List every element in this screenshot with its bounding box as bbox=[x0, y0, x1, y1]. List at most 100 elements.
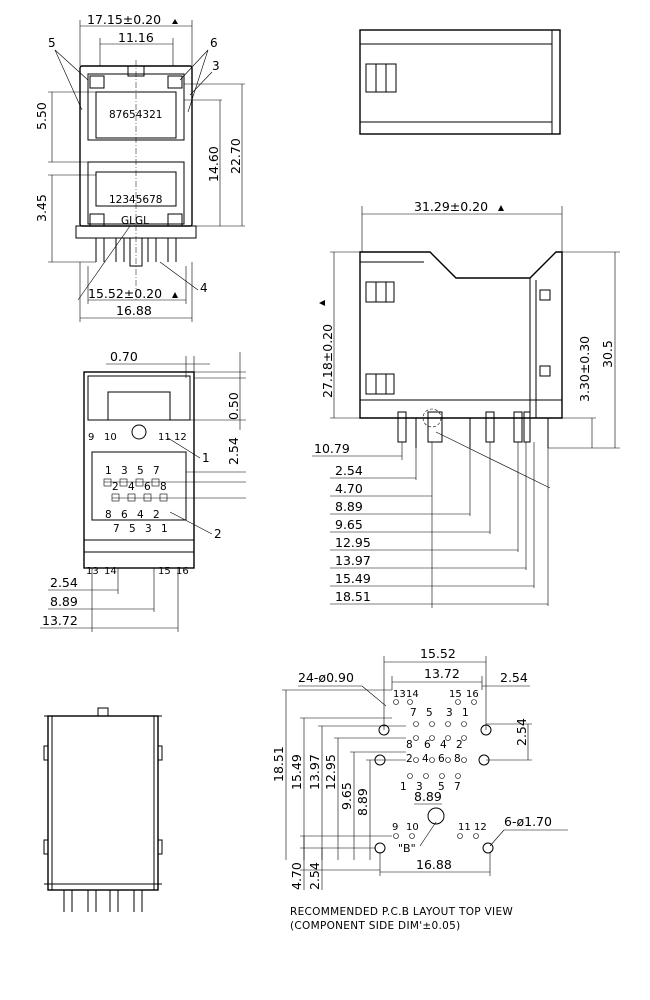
bv-row-b-4: 8 bbox=[160, 481, 167, 493]
pcb-pitch: 2.54 bbox=[500, 670, 528, 685]
side-offset-7: 15.49 bbox=[335, 571, 371, 586]
bv-row-d-3: 3 bbox=[145, 523, 152, 535]
pcb-bdim-1: 2.54 bbox=[307, 862, 322, 890]
pcb-r1-2: 3 bbox=[446, 707, 453, 719]
pcb-vdim-0: 18.51 bbox=[271, 746, 286, 782]
pcb-caption-line1: RECOMMENDED P.C.B LAYOUT TOP VIEW bbox=[290, 906, 514, 918]
side-offset-4: 9.65 bbox=[335, 517, 363, 532]
overall-width-label: 17.15±0.20 bbox=[87, 12, 161, 27]
callout-4: 4 bbox=[200, 281, 208, 295]
pcb-width-outer: 15.52 bbox=[420, 646, 456, 661]
callout-3: 3 bbox=[212, 59, 220, 73]
pcb-r3-1: 4 bbox=[422, 753, 429, 765]
bv-row-b-3: 6 bbox=[144, 481, 151, 493]
side-offset-6: 13.97 bbox=[335, 553, 371, 568]
pcb-pitch-right: 2.54 bbox=[514, 718, 529, 746]
bv-row-c-2: 6 bbox=[121, 509, 128, 521]
pitch-small-label: 0.70 bbox=[110, 349, 138, 364]
row-spacing-label: 2.54 bbox=[226, 437, 241, 465]
pin-length-label: 3.30±0.30 bbox=[577, 336, 592, 402]
pcb-pin-13: 13 bbox=[393, 689, 406, 700]
side-offset-3: 8.89 bbox=[335, 499, 363, 514]
bv-callout-2: 2 bbox=[214, 527, 222, 541]
pcb-pin-16: 16 bbox=[466, 689, 479, 700]
side-offset-8: 18.51 bbox=[335, 589, 371, 604]
bv-row-a-2: 3 bbox=[121, 465, 128, 477]
bv-pin-12: 12 bbox=[174, 432, 187, 443]
lower-pin-numbers: 12345678 bbox=[109, 194, 162, 206]
pcb-r4-3: 7 bbox=[454, 781, 461, 793]
pcb-layout: 15.52 13.72 2.54 24-ø0.90 13 14 15 16 7 … bbox=[271, 646, 568, 890]
pcb-bdim-0: 4.70 bbox=[289, 862, 304, 890]
bv-row-c-4: 2 bbox=[153, 509, 160, 521]
side-length-label: 31.29±0.20 bbox=[414, 199, 488, 214]
bv-dim-2: 13.72 bbox=[42, 613, 78, 628]
pcb-r3-2: 6 bbox=[438, 753, 445, 765]
bv-row-a-3: 5 bbox=[137, 465, 144, 477]
pcb-pin-12: 12 bbox=[474, 822, 487, 833]
pcb-vdim-2: 13.97 bbox=[307, 754, 322, 790]
pcb-r2-2: 4 bbox=[440, 739, 447, 751]
pcb-pin-9: 9 bbox=[392, 822, 398, 833]
pcb-r4-0: 1 bbox=[400, 781, 407, 793]
upper-offset-label: 5.50 bbox=[34, 102, 49, 130]
pcb-caption-line2: (COMPONENT SIDE DIM'±0.05) bbox=[290, 920, 461, 932]
bottom-width-label: 15.52±0.20 bbox=[88, 286, 162, 301]
pcb-r1-0: 7 bbox=[410, 707, 417, 719]
pcb-r3-0: 2 bbox=[406, 753, 413, 765]
pcb-inner-spacing: 8.89 bbox=[414, 789, 442, 804]
bv-pin-13: 13 bbox=[86, 566, 99, 577]
pcb-mount-spec: 6-ø1.70 bbox=[504, 814, 552, 829]
pcb-r2-3: 2 bbox=[456, 739, 463, 751]
height-total-label: 22.70 bbox=[228, 138, 243, 174]
side-offset-2: 4.70 bbox=[335, 481, 363, 496]
bv-row-c-1: 8 bbox=[105, 509, 112, 521]
led-label: GLGL bbox=[121, 215, 149, 227]
bv-pin-16: 16 bbox=[176, 566, 189, 577]
side-offset-5: 12.95 bbox=[335, 535, 371, 550]
pcb-pin-14: 14 bbox=[406, 689, 419, 700]
bv-dim-1: 8.89 bbox=[50, 594, 78, 609]
pcb-pin-10: 10 bbox=[406, 822, 419, 833]
pcb-r1-3: 1 bbox=[462, 707, 469, 719]
base-width-label: 16.88 bbox=[116, 303, 152, 318]
bv-callout-1: 1 bbox=[202, 451, 210, 465]
bottom-view: 0.70 0.50 2.54 9 10 11 12 1 3 5 7 2 4 6 … bbox=[40, 349, 246, 632]
pcb-pin-11: 11 bbox=[458, 822, 471, 833]
side-total-height-label: 30.5 bbox=[600, 340, 615, 368]
pcb-r4-1: 3 bbox=[416, 781, 423, 793]
pcb-r4-2: 5 bbox=[438, 781, 445, 793]
bv-dim-0: 2.54 bbox=[50, 575, 78, 590]
bv-row-d-1: 7 bbox=[113, 523, 120, 535]
bv-pin-9: 9 bbox=[88, 432, 94, 443]
callout-6: 6 bbox=[210, 36, 218, 50]
top-view bbox=[359, 29, 561, 135]
port-width-label: 11.16 bbox=[118, 30, 154, 45]
bv-row-b-2: 4 bbox=[128, 481, 135, 493]
pcb-width-inner: 13.72 bbox=[424, 666, 460, 681]
bv-row-c-3: 4 bbox=[137, 509, 144, 521]
bv-pin-15: 15 bbox=[158, 566, 171, 577]
lower-side-view bbox=[43, 707, 163, 912]
callout-5: 5 bbox=[48, 36, 56, 50]
pcb-r3-3: 8 bbox=[454, 753, 461, 765]
bv-row-d-4: 1 bbox=[161, 523, 168, 535]
front-view: 17.15±0.20 11.16 5 6 3 87654321 12345678… bbox=[34, 12, 245, 322]
side-offset-1: 2.54 bbox=[335, 463, 363, 478]
pcb-vdim-5: 8.89 bbox=[355, 788, 370, 816]
side-height-label: 27.18±0.20 bbox=[320, 324, 335, 398]
pcb-hole-spec: 24-ø0.90 bbox=[298, 670, 354, 685]
pitch-vertical-label: 0.50 bbox=[226, 392, 241, 420]
lower-offset-label: 3.45 bbox=[34, 194, 49, 222]
bv-row-a-1: 1 bbox=[105, 465, 112, 477]
bv-pin-10: 10 bbox=[104, 432, 117, 443]
upper-pin-numbers: 87654321 bbox=[109, 109, 162, 121]
height-port-label: 14.60 bbox=[206, 146, 221, 182]
pcb-base-width: 16.88 bbox=[416, 857, 452, 872]
pcb-r1-1: 5 bbox=[426, 707, 433, 719]
bv-row-d-2: 5 bbox=[129, 523, 136, 535]
side-offset-0: 10.79 bbox=[314, 441, 350, 456]
bv-pin-14: 14 bbox=[104, 566, 117, 577]
pcb-vdim-4: 9.65 bbox=[339, 782, 354, 810]
